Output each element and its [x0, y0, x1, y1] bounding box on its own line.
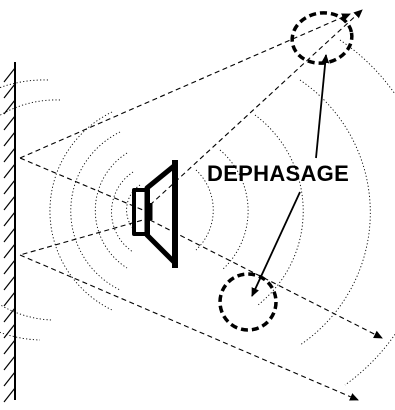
- wall: [3, 62, 16, 403]
- wavefront-front-3: [254, 114, 304, 306]
- wavefront-front-5: [339, 39, 395, 386]
- wavefront-4: [70, 131, 121, 291]
- reflected-path-upper: [19, 13, 351, 159]
- wavefront-front-1: [195, 169, 214, 251]
- pointer-arrow-lower: [251, 191, 301, 297]
- reflected-path-lower: [19, 254, 359, 401]
- incident-path-upper: [19, 157, 151, 214]
- interference-zone-lower: [218, 272, 278, 332]
- wavefront-front-4: [299, 79, 371, 346]
- wavefront-2: [111, 171, 134, 253]
- propagation-paths: [19, 9, 383, 401]
- wall-hatching: [3, 67, 16, 403]
- wavefront-front-2: [219, 149, 249, 271]
- pointer-arrow-upper: [315, 54, 330, 159]
- wavefront-5: [49, 111, 113, 311]
- direct-path-lower: [149, 219, 383, 339]
- dephasage-label: DEPHASAGE: [207, 161, 349, 186]
- wavefront-6: [0, 99, 61, 321]
- wavefront-3: [94, 152, 128, 269]
- loudspeaker-icon: [132, 160, 178, 268]
- dephasage-callout: DEPHASAGE: [207, 54, 349, 297]
- direct-path-upper: [149, 9, 363, 206]
- interference-zone-upper: [290, 11, 354, 65]
- incident-path-lower: [19, 217, 151, 256]
- wavefronts: [0, 39, 395, 386]
